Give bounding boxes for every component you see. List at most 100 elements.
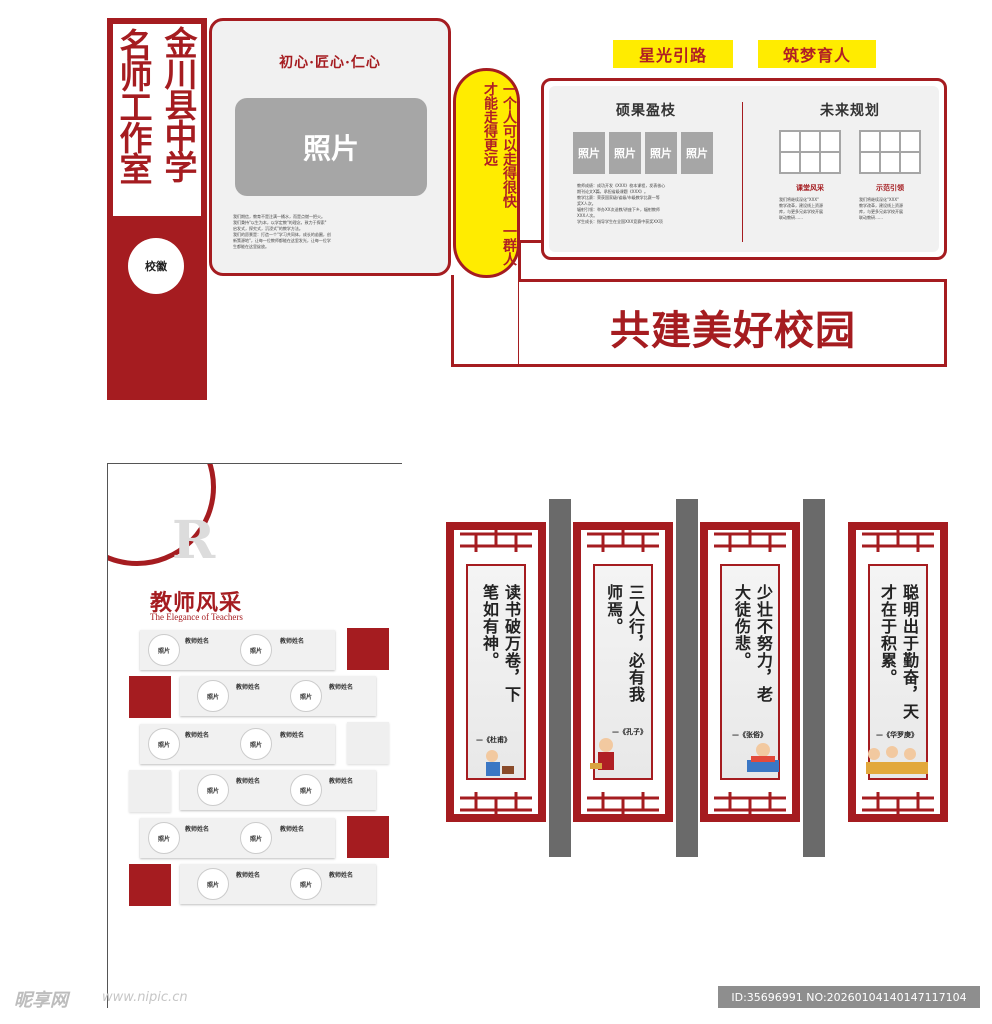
wall-subtitle: The Elegance of Teachers xyxy=(150,612,243,622)
teacher-name: 教师姓名 xyxy=(329,872,354,879)
quote-panel xyxy=(446,522,546,822)
cartoon-figure-icon xyxy=(747,743,779,772)
ach-line: 学生成长：指导学生在全国XXX竞赛中获奖XX项 xyxy=(577,219,663,224)
quote-text: 三人行，必有我师焉。 xyxy=(602,584,646,714)
quote-panel-inner xyxy=(466,564,526,780)
quote-panel-inner xyxy=(720,564,780,780)
teacher-name: 教师姓名 xyxy=(329,778,354,785)
desc-line: 我们的愿景是：打造一个"学习共同体，成长的苗圃，创 xyxy=(233,232,331,237)
wall-edge xyxy=(107,463,108,1008)
arc-mask xyxy=(0,400,107,570)
future-line: 我们将继续深化"XXX" xyxy=(859,197,899,202)
gray-block xyxy=(347,722,389,764)
future-line: 库，与更多兄弟学校开展 xyxy=(779,209,823,214)
post xyxy=(549,499,571,857)
desc-line: 新策源地"，让每一位教师都能在这里发光，让每一位学 xyxy=(233,238,331,243)
quote-line: 三人行， xyxy=(626,584,645,652)
connector-line xyxy=(451,364,521,367)
school-badge: 校徽 xyxy=(128,238,184,294)
future-line: 库，与更多兄弟学校开展 xyxy=(859,209,903,214)
future-text: 我们将继续深化"XXX" 教学改革，建设线上资源 库，与更多兄弟学校开展 联动教… xyxy=(779,197,851,221)
quote-line: 必有我师焉。 xyxy=(604,584,645,703)
achievement-photo: 照片 xyxy=(681,132,713,174)
cartoon-figure-icon xyxy=(590,738,614,770)
desc-line: 我们秉持"以生为本，以学定教"的理念，致力于探索" xyxy=(233,220,327,225)
quote-panel-inner xyxy=(868,564,928,780)
teacher-name: 教师姓名 xyxy=(185,826,210,833)
photo-placeholder: 照片 xyxy=(235,98,427,196)
watermark-id: ID:35696991 NO:20260104140147117104 xyxy=(718,986,980,1008)
future-caption: 课堂风采 xyxy=(796,183,824,192)
desc-line: 启发式，探究式，沉浸式"的教学方法。 xyxy=(233,226,303,231)
teacher-name: 教师姓名 xyxy=(280,638,305,645)
window-frame-icon xyxy=(859,130,921,174)
teacher-name: 教师姓名 xyxy=(280,826,305,833)
quote-line: 天才在于积累。 xyxy=(878,584,919,720)
teacher-photo: 照片 xyxy=(148,728,180,760)
teacher-photo: 照片 xyxy=(290,680,322,712)
achievements-text: 教师成绩：成功开发《XXX》校本课程，发表核心 期刊论文X篇，承担省级课题《XX… xyxy=(577,183,717,225)
future-text: 我们将继续深化"XXX" 教学改革，建设线上资源 库，与更多兄弟学校开展 联动教… xyxy=(859,197,931,221)
future-line: 我们将继续深化"XXX" xyxy=(779,197,819,202)
achievement-photo: 照片 xyxy=(645,132,677,174)
future-title: 未来规划 xyxy=(820,103,880,119)
arc-mask xyxy=(107,400,307,463)
panel-description: 我们期信，教育不是注满一桶水，而是点燃一把火。 我们秉持"以生为本，以学定教"的… xyxy=(233,214,433,250)
teacher-name: 教师姓名 xyxy=(329,684,354,691)
quote-line: 读书破万卷， xyxy=(502,584,521,686)
teacher-photo: 照片 xyxy=(240,634,272,666)
quote-author: —《杜甫》 xyxy=(476,735,511,744)
desc-line: 我们期信，教育不是注满一桶水，而是点燃一把火。 xyxy=(233,214,325,219)
window-frame-icon xyxy=(779,130,841,174)
teacher-name: 教师姓名 xyxy=(185,638,210,645)
watermark-url: www.nipic.cn xyxy=(102,990,188,1005)
motto-pill xyxy=(453,68,520,278)
slogan-bar xyxy=(519,279,947,367)
connector-line xyxy=(518,240,543,243)
ach-line: 教师成绩：成功开发《XXX》校本课程，发表核心 xyxy=(577,183,666,188)
future-caption: 示范引领 xyxy=(876,183,904,192)
quote-panel xyxy=(700,522,800,822)
quote-text: 聪明出于勤奋，天才在于积累。 xyxy=(876,584,920,724)
ach-line: 教学比赛：荣获国家级/省级/市级教学比赛一等 xyxy=(577,195,660,200)
teacher-photo: 照片 xyxy=(290,868,322,900)
teacher-photo: 照片 xyxy=(240,822,272,854)
ach-line: XXX人次。 xyxy=(577,213,598,218)
wall-title: 教师风采 xyxy=(150,590,243,616)
achievement-photo: 照片 xyxy=(573,132,605,174)
future-line: 联动教研…… xyxy=(779,215,803,220)
teacher-photo: 照片 xyxy=(290,774,322,806)
ach-line: 辐射引领：举办XX次送教/讲座下乡，辐射教师 xyxy=(577,207,660,212)
connector-line xyxy=(451,275,454,367)
quote-author: —《张俗》 xyxy=(732,730,767,739)
ach-line: 期刊论文X篇，承担省级课题《XXX》。 xyxy=(577,189,648,194)
post xyxy=(803,499,825,857)
lattice-pattern xyxy=(460,528,934,816)
desc-line: 生都能在这里绽放。 xyxy=(233,244,269,249)
tag-dream-builder: 筑梦育人 xyxy=(758,40,876,68)
teacher-photo: 照片 xyxy=(197,774,229,806)
teacher-photo: 照片 xyxy=(240,728,272,760)
cartoon-figure-icon xyxy=(866,746,928,774)
tag-star-guide: 星光引路 xyxy=(613,40,733,68)
red-block xyxy=(347,816,389,858)
quote-line: 少壮不努力， xyxy=(754,584,773,686)
studio-title-right: 金川县中学 xyxy=(159,26,198,181)
teacher-name: 教师姓名 xyxy=(236,684,261,691)
watermark-brand: 昵享网 xyxy=(14,990,68,1011)
red-block xyxy=(129,864,171,906)
quote-line: 老大徒伤悲。 xyxy=(732,584,773,703)
cartoon-figure-icon xyxy=(486,750,514,776)
quote-author: —《孔子》 xyxy=(612,727,647,736)
gray-block xyxy=(129,770,171,812)
red-block xyxy=(347,628,389,670)
teacher-name: 教师姓名 xyxy=(236,778,261,785)
motto-text: 一个人可以走得很快 一群人才能走得更远 xyxy=(482,82,517,266)
red-block xyxy=(129,676,171,718)
quote-text: 读书破万卷，下笔如有神。 xyxy=(478,584,522,714)
teacher-name: 教师姓名 xyxy=(185,732,210,739)
achievement-photo: 照片 xyxy=(609,132,641,174)
teacher-name: 教师姓名 xyxy=(280,732,305,739)
quote-panel xyxy=(848,522,948,822)
studio-title-left: 名师工作室 xyxy=(114,28,153,183)
